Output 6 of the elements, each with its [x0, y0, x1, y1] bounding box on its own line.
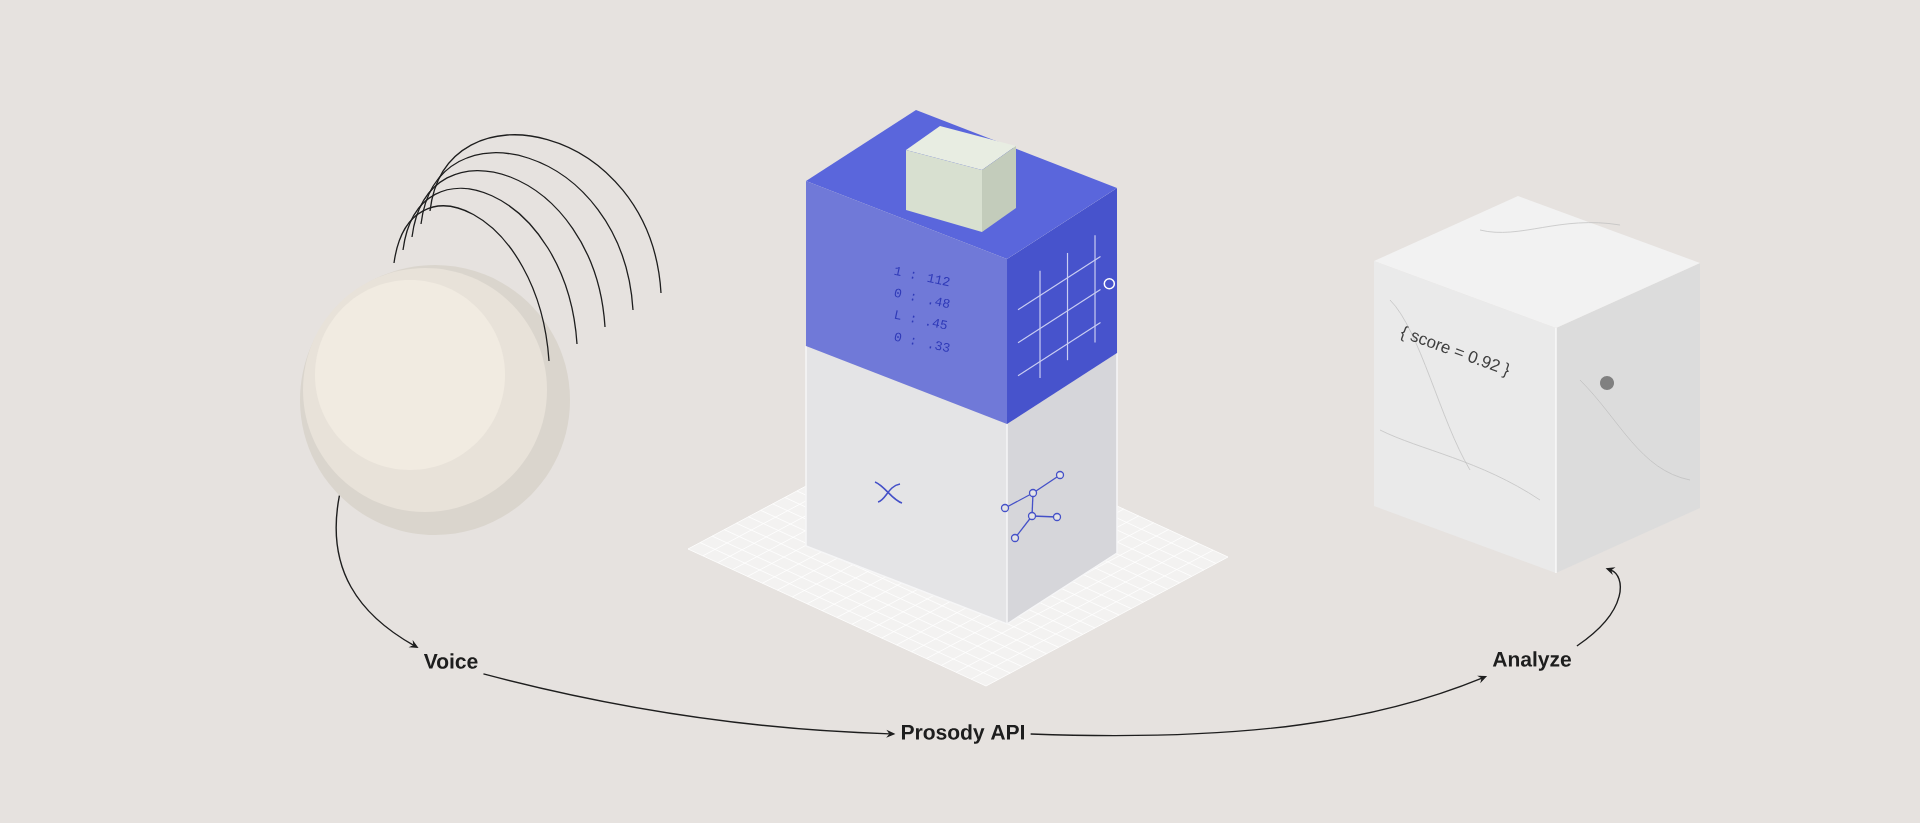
step-label: Analyze [1492, 651, 1571, 671]
step-label: Voice [423, 653, 478, 669]
sphere-drawing [300, 265, 570, 535]
arrow [1576, 567, 1621, 647]
step-label: Prosody API [902, 724, 1024, 744]
score-text: { score = 0.92 } [1400, 326, 1510, 378]
